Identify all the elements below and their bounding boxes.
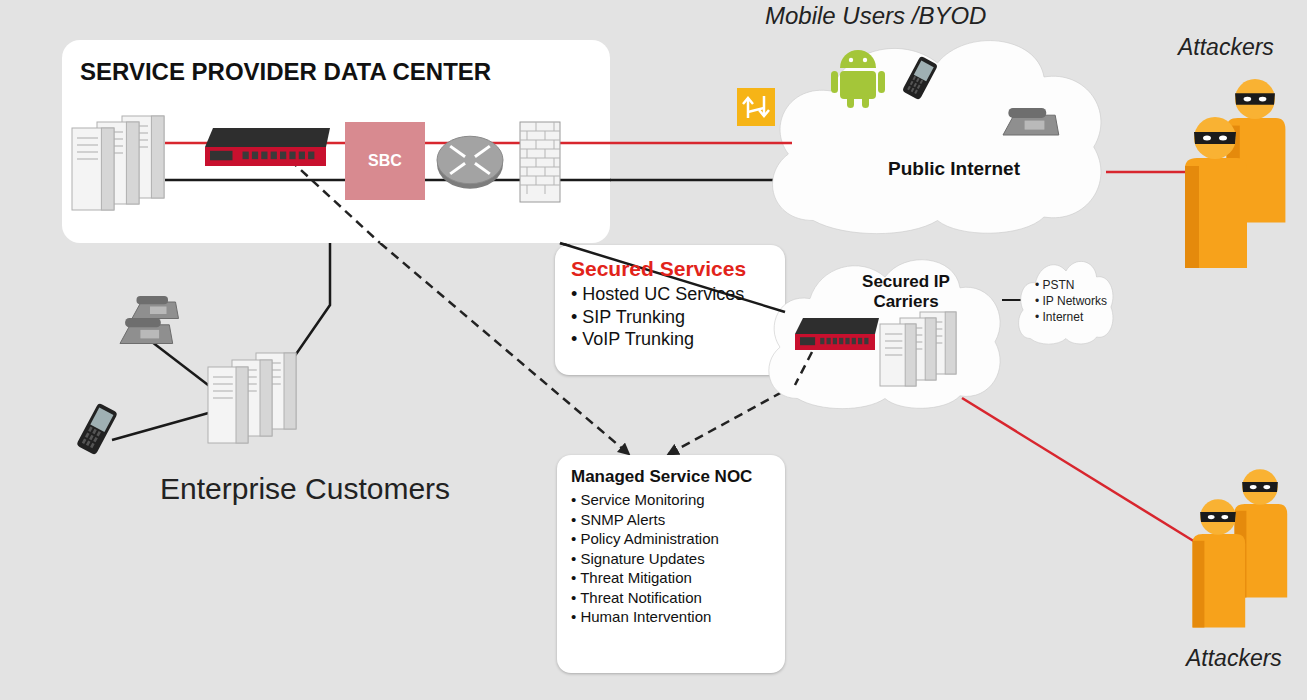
attack-line [1106, 171, 1192, 174]
sbc-box: SBC [345, 122, 425, 200]
cloud-label: Public Internet [888, 158, 1020, 180]
icon-stroke [759, 110, 769, 116]
cloud-heading: Mobile Users /BYOD [765, 2, 986, 30]
bullet-item: • Service Monitoring [571, 490, 705, 510]
box-title: SERVICE PROVIDER DATA CENTER [80, 58, 491, 86]
desk-phone [120, 318, 173, 344]
mobile-phone [902, 56, 938, 101]
group-label: Enterprise Customers [160, 472, 450, 506]
pstn-cloud: • PSTN• IP Networks• Internet [1015, 256, 1117, 346]
bullet-item: • Policy Administration [571, 529, 719, 549]
phone-link [112, 412, 212, 440]
network-link [610, 179, 778, 182]
box-title: Managed Service NOC [571, 467, 752, 487]
router-symbol [437, 136, 503, 189]
icon-stroke [743, 98, 753, 104]
cloud-label: Secured IP Carriers [844, 272, 968, 313]
actor-label: Attackers [1186, 645, 1282, 672]
desk-phone [1003, 108, 1059, 135]
server-stack [208, 353, 296, 443]
android-icon [831, 50, 885, 108]
internet-cloud: Mobile Users /BYOD Public Internet [760, 0, 1115, 238]
services-box: Secured Services• Hosted UC Services• SI… [555, 245, 785, 375]
icon-stroke [748, 108, 764, 112]
bullet-item: • Signature Updates [571, 549, 705, 569]
box-label: SBC [368, 152, 402, 170]
red-link [560, 142, 792, 145]
desk-phone [132, 296, 179, 319]
black-link [560, 179, 611, 182]
bullet-item: • Human Intervention [571, 607, 711, 627]
bullet-item: • Threat Notification [571, 588, 702, 608]
management-link [290, 160, 380, 243]
network-link [1002, 299, 1021, 301]
server-stack [880, 312, 956, 386]
security-appliance [205, 128, 330, 166]
bullet-item: • SNMP Alerts [571, 510, 665, 530]
server-stack [72, 116, 164, 210]
bullet-item: • PSTN [1035, 278, 1075, 294]
cloud-shape [760, 28, 1115, 238]
management-link [667, 385, 795, 455]
phone-link [152, 342, 212, 388]
bullet-item: • VoIP Trunking [571, 328, 694, 351]
actor-label: Attackers [1178, 34, 1274, 61]
security-appliance [795, 318, 879, 350]
firewall-symbol [520, 122, 560, 202]
bullet-item: • IP Networks [1035, 294, 1107, 310]
attack-line [962, 398, 1200, 545]
bullet-item: • Threat Mitigation [571, 568, 692, 588]
attacker-figure [1185, 79, 1285, 268]
box-title: Secured Services [571, 257, 746, 281]
bullet-item: • Internet [1035, 310, 1083, 326]
enterprise-link [292, 243, 330, 360]
noc-box: Managed Service NOC• Service Monitoring•… [557, 455, 785, 673]
bullet-item: • Hosted UC Services [571, 283, 744, 306]
black-link [165, 179, 345, 182]
bullet-item: • SIP Trunking [571, 306, 685, 329]
attacker-figure [1193, 469, 1288, 627]
mobile-phone [76, 403, 118, 456]
app-icon [737, 88, 775, 126]
management-link [795, 352, 812, 385]
black-link [560, 243, 785, 312]
